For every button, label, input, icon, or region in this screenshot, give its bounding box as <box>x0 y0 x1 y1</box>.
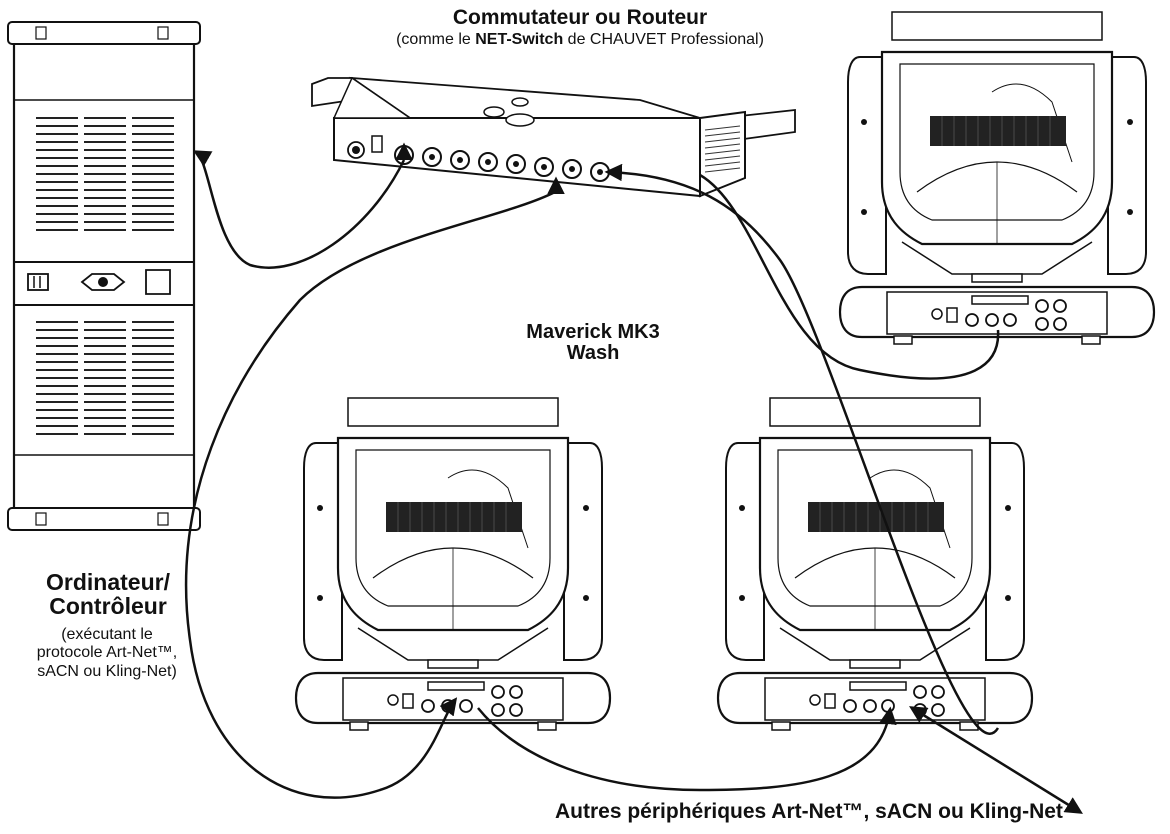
computer-description: (exécutant le protocole Art-Net™, sACN o… <box>12 626 202 681</box>
computer-title: Ordinateur/ Contrôleur <box>8 570 208 618</box>
cable-switch-to-computer <box>192 150 406 269</box>
switch-subtitle-brand: NET-Switch <box>475 31 564 48</box>
computer-desc-line3: sACN ou Kling-Net) <box>37 662 177 680</box>
fixture-label-line1: Maverick MK3 <box>526 321 660 343</box>
other-devices-label: Autres périphériques Art-Net™, sACN ou K… <box>555 800 1063 823</box>
computer-title-line2: Contrôleur <box>49 593 167 620</box>
cable-switch-port-up <box>547 176 565 195</box>
computer-rack <box>7 21 201 531</box>
cable-fixture-left-to-right <box>477 706 897 792</box>
fixture-top-right <box>838 10 1156 346</box>
cable-fixture-top-exit <box>699 173 1000 380</box>
fixture-label: Maverick MK3 Wash <box>508 322 678 364</box>
fixture-bottom-left <box>294 396 612 732</box>
computer-desc-line1: (exécutant le <box>61 626 153 643</box>
computer-desc-line2: protocole Art-Net™, <box>36 644 178 662</box>
network-switch <box>311 76 796 198</box>
switch-subtitle-suffix: de CHAUVET Professional) <box>563 31 764 48</box>
fixture-bottom-right <box>716 396 1034 732</box>
switch-title: Commutateur ou Routeur <box>452 6 708 29</box>
switch-subtitle: (comme le NET-Switch de CHAUVET Professi… <box>280 31 880 49</box>
computer-title-line1: Ordinateur/ <box>46 569 170 595</box>
cable-switch-to-fixture-left <box>184 190 556 799</box>
switch-subtitle-prefix: (comme le <box>396 31 476 48</box>
fixture-label-line2: Wash <box>566 342 620 364</box>
cable-switch-to-fixture-top <box>604 163 1000 735</box>
cable-fixture-right-to-others <box>909 706 1083 814</box>
